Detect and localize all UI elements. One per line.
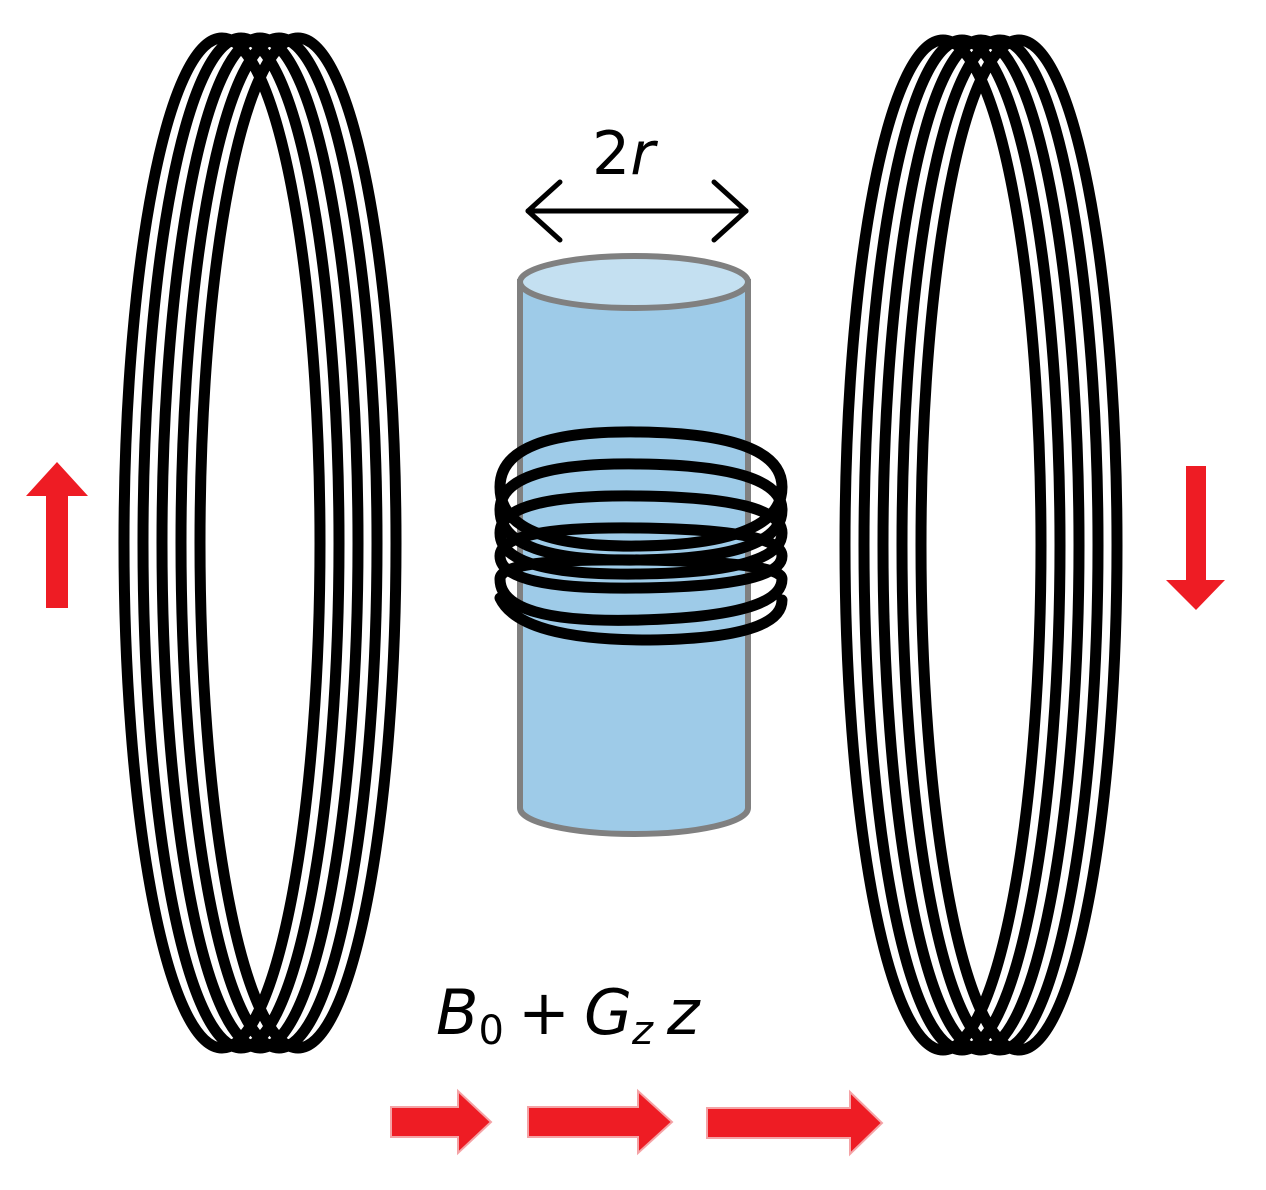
- cylinder-top: [517, 253, 751, 311]
- field-g: G: [584, 976, 632, 1049]
- left-coil-turn: [156, 32, 364, 1054]
- diameter-label: 2r: [592, 119, 658, 189]
- current-up-arrow: [26, 462, 88, 608]
- rf-coil-turn: [494, 522, 788, 594]
- left-coil-turn: [118, 32, 326, 1054]
- left-coil: [118, 32, 402, 1054]
- right-coil-turn: [896, 34, 1104, 1056]
- diameter-arrow: [525, 179, 749, 243]
- diameter-coef: 2: [592, 119, 630, 189]
- field-b: B: [436, 976, 479, 1049]
- rf-coil-turn: [494, 426, 788, 552]
- diameter-var: r: [630, 119, 658, 189]
- rf-coil: [494, 426, 788, 646]
- field-z: z: [666, 976, 701, 1049]
- field-arrow-short: [390, 1088, 493, 1156]
- field-arrows: [390, 1088, 884, 1157]
- right-coil-turn: [877, 34, 1085, 1056]
- left-coil-turn: [175, 32, 383, 1054]
- left-coil-turn: [194, 32, 402, 1054]
- field-plus: +: [518, 976, 570, 1049]
- left-coil-turn: [137, 32, 345, 1054]
- right-coil-turn: [839, 34, 1047, 1056]
- current-arrows: [26, 462, 1225, 610]
- rf-coil-turn: [494, 490, 788, 580]
- field-arrow-long: [706, 1089, 884, 1157]
- field-b-sub: 0: [479, 1008, 504, 1054]
- right-coil-turn: [858, 34, 1066, 1056]
- right-coil-turn: [915, 34, 1123, 1056]
- right-coil: [839, 34, 1123, 1056]
- field-g-sub: z: [631, 1008, 654, 1054]
- current-down-arrow: [1166, 466, 1225, 610]
- rf-coil-turn: [494, 554, 788, 626]
- field-arrow-medium: [527, 1088, 674, 1156]
- rf-coil-turn: [494, 592, 788, 646]
